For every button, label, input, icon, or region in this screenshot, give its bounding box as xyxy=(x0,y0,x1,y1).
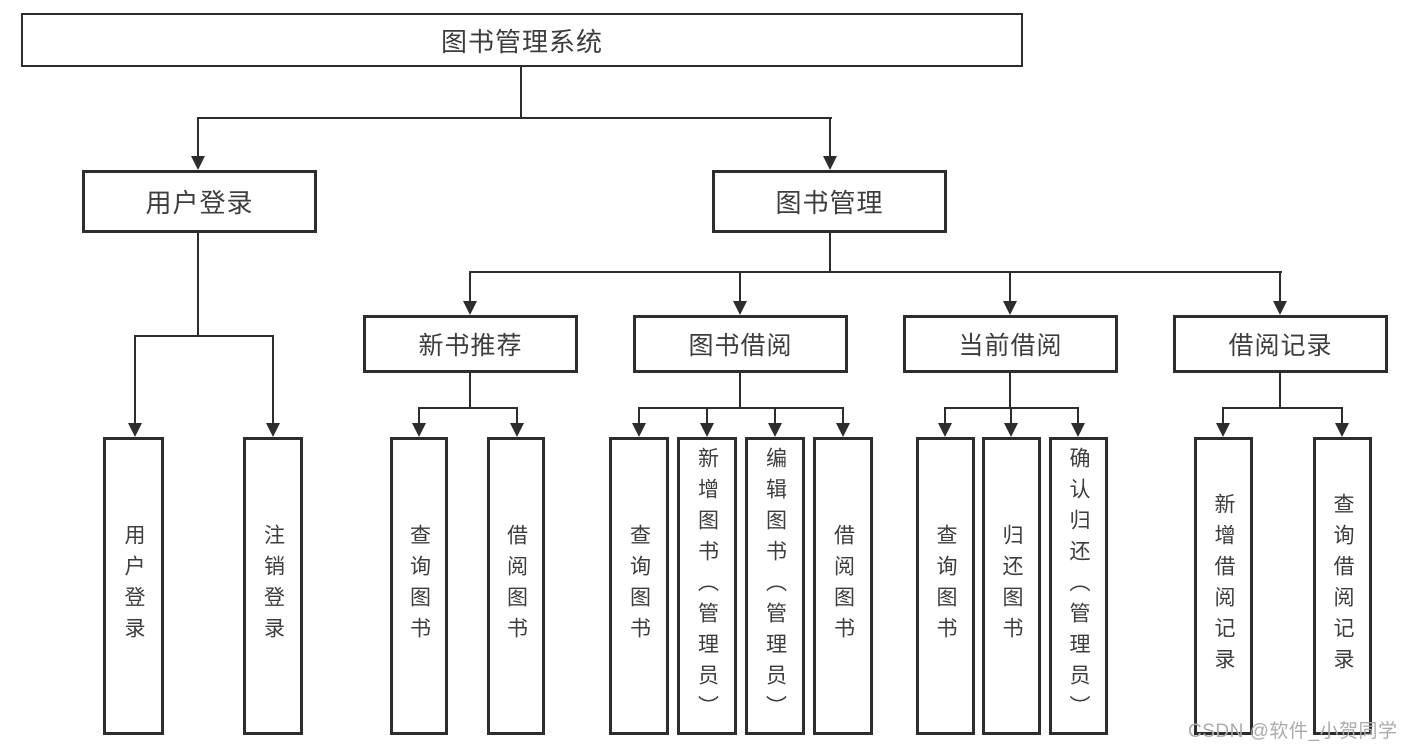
connector-groupC-child2 xyxy=(1010,407,1012,425)
leaf-confirm-return-admin: 确认归还（管理员） xyxy=(1049,437,1108,735)
arrow-groupB-child3 xyxy=(768,423,782,437)
leaf-add-books-admin-label: 新增图书（管理员） xyxy=(695,446,719,726)
arrow-to-user-login xyxy=(191,156,205,170)
leaf-query-books-b: 查询图书 xyxy=(609,437,669,735)
node-book-borrow: 图书借阅 xyxy=(633,315,848,373)
leaf-borrow-books-a: 借阅图书 xyxy=(487,437,545,735)
leaf-confirm-return-admin-label: 确认归还（管理员） xyxy=(1067,446,1090,726)
leaf-query-books-a: 查询图书 xyxy=(390,437,448,735)
leaf-borrow-books-b: 借阅图书 xyxy=(813,437,873,735)
node-new-book-recommend-label: 新书推荐 xyxy=(418,332,523,360)
leaf-return-books: 归还图书 xyxy=(982,437,1041,735)
connector-groupB-trunk xyxy=(739,373,741,408)
leaf-query-books-a-label: 查询图书 xyxy=(407,524,431,648)
leaf-query-books-b-label: 查询图书 xyxy=(627,524,651,648)
arrow-groupB-child1 xyxy=(632,423,646,437)
node-user-login-label: 用户登录 xyxy=(145,188,254,218)
leaf-edit-books-admin-label: 编辑图书（管理员） xyxy=(763,446,787,726)
leaf-query-borrow-record: 查询借阅记录 xyxy=(1313,437,1372,735)
connector-to-borrow-record xyxy=(1279,271,1281,303)
leaf-borrow-books-b-label: 借阅图书 xyxy=(831,524,855,648)
connector-to-user-login xyxy=(197,117,199,159)
connector-level3-bar xyxy=(469,271,1282,273)
arrow-to-leaf-user-login xyxy=(128,423,142,437)
connector-to-book-borrow xyxy=(739,271,741,303)
connector-groupD-trunk xyxy=(1279,373,1281,408)
leaf-return-books-label: 归还图书 xyxy=(1000,524,1023,648)
arrow-to-book-borrow xyxy=(733,301,747,315)
connector-user-login-bar xyxy=(134,335,274,337)
leaf-logout: 注销登录 xyxy=(243,437,303,735)
connector-to-leaf-user-login xyxy=(134,335,136,425)
connector-to-new-book-recommend xyxy=(469,271,471,303)
connector-groupB-child1 xyxy=(638,407,640,425)
connector-groupD-child1 xyxy=(1222,407,1224,425)
node-book-management: 图书管理 xyxy=(712,170,947,233)
connector-groupA-trunk xyxy=(469,373,471,408)
csdn-watermark: CSDN @软件_小贺同学 xyxy=(1188,721,1398,742)
arrow-groupC-child3 xyxy=(1071,423,1085,437)
arrow-groupA-child1 xyxy=(412,423,426,437)
connector-root-trunk xyxy=(520,67,522,118)
connector-groupA-child1 xyxy=(418,407,420,425)
connector-book-management-trunk xyxy=(829,233,831,272)
arrow-groupD-child1 xyxy=(1216,423,1230,437)
arrow-to-book-management xyxy=(823,156,837,170)
leaf-query-borrow-record-label: 查询借阅记录 xyxy=(1331,493,1354,679)
arrow-groupD-child2 xyxy=(1335,423,1349,437)
node-current-borrow: 当前借阅 xyxy=(903,315,1118,373)
arrow-groupC-child2 xyxy=(1004,423,1018,437)
arrow-to-borrow-record xyxy=(1273,301,1287,315)
connector-groupB-child2 xyxy=(706,407,708,425)
node-book-management-label: 图书管理 xyxy=(775,188,884,218)
connector-user-login-trunk xyxy=(197,233,199,336)
arrow-to-new-book-recommend xyxy=(463,301,477,315)
connector-groupC-child1 xyxy=(944,407,946,425)
arrow-groupC-child1 xyxy=(938,423,952,437)
connector-level1-bar xyxy=(197,117,832,119)
connector-to-current-borrow xyxy=(1009,271,1011,303)
arrow-groupB-child4 xyxy=(836,423,850,437)
node-borrow-record: 借阅记录 xyxy=(1173,315,1388,373)
connector-groupB-bar xyxy=(638,407,844,409)
arrow-groupB-child2 xyxy=(700,423,714,437)
leaf-add-borrow-record: 新增借阅记录 xyxy=(1194,437,1253,735)
leaf-add-books-admin: 新增图书（管理员） xyxy=(677,437,737,735)
leaf-add-borrow-record-label: 新增借阅记录 xyxy=(1212,493,1235,679)
leaf-user-login: 用户登录 xyxy=(103,437,164,735)
arrow-to-current-borrow xyxy=(1003,301,1017,315)
leaf-user-login-label: 用户登录 xyxy=(122,524,145,648)
node-new-book-recommend: 新书推荐 xyxy=(363,315,578,373)
connector-groupA-child2 xyxy=(516,407,518,425)
connector-groupC-child3 xyxy=(1077,407,1079,425)
connector-groupC-trunk xyxy=(1009,373,1011,408)
node-borrow-record-label: 借阅记录 xyxy=(1228,332,1333,360)
arrow-groupA-child2 xyxy=(510,423,524,437)
connector-groupD-child2 xyxy=(1341,407,1343,425)
node-root: 图书管理系统 xyxy=(21,13,1023,67)
node-book-borrow-label: 图书借阅 xyxy=(688,332,793,360)
leaf-edit-books-admin: 编辑图书（管理员） xyxy=(745,437,805,735)
leaf-query-books-c: 查询图书 xyxy=(916,437,975,735)
leaf-query-books-c-label: 查询图书 xyxy=(934,524,957,648)
node-user-login: 用户登录 xyxy=(82,170,317,233)
connector-to-leaf-logout xyxy=(272,335,274,425)
node-current-borrow-label: 当前借阅 xyxy=(958,332,1063,360)
connector-groupB-child4 xyxy=(842,407,844,425)
node-root-label: 图书管理系统 xyxy=(440,26,603,57)
arrow-to-leaf-logout xyxy=(266,423,280,437)
connector-to-book-management xyxy=(829,117,831,159)
connector-groupA-bar xyxy=(418,407,518,409)
leaf-borrow-books-a-label: 借阅图书 xyxy=(504,524,528,648)
leaf-logout-label: 注销登录 xyxy=(261,524,285,648)
connector-groupD-bar xyxy=(1222,407,1343,409)
connector-groupB-child3 xyxy=(774,407,776,425)
